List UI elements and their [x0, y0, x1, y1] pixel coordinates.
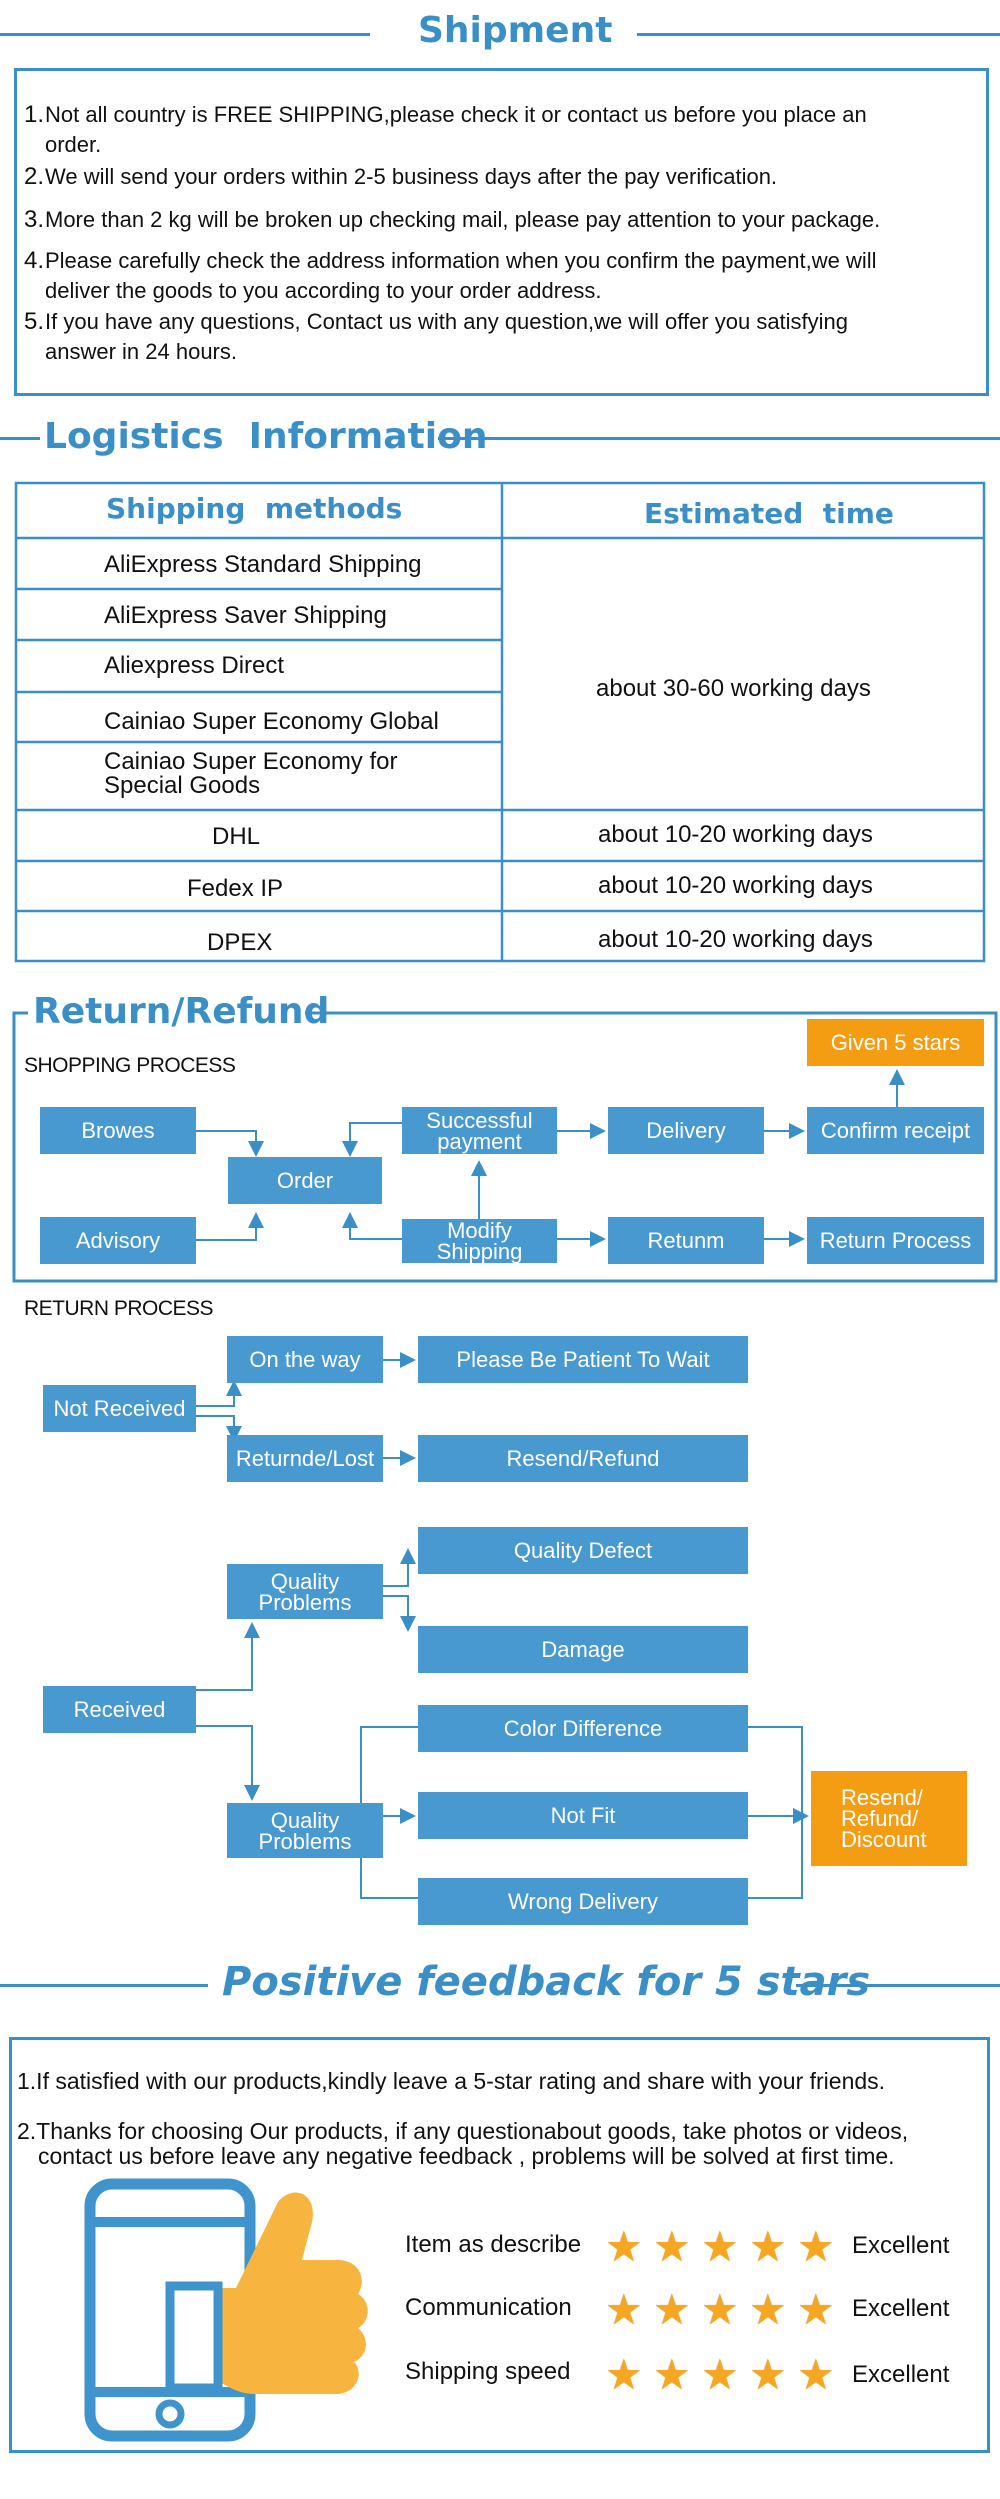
shipment-text-4b: deliver the goods to you according to yo… [45, 278, 602, 303]
star-icon: ★ [797, 2351, 835, 2398]
box-not-received: Not Received [43, 1385, 196, 1432]
star-icon: ★ [605, 2351, 643, 2398]
time-dpex: about 10-20 working days [598, 926, 873, 953]
box-on-the-way: On the way [227, 1336, 383, 1383]
rating-value-shipping: Excellent [852, 2361, 950, 2388]
table-header-methods: Shipping methods [106, 492, 403, 525]
star-icon: ★ [653, 2351, 691, 2398]
star-icon: ★ [749, 2351, 787, 2398]
rating-label-shipping: Shipping speed [405, 2358, 571, 2385]
logistics-rule-right [438, 437, 1000, 440]
return-refund-title: Return/Refund [33, 991, 330, 1032]
box-return-process: Return Process [807, 1217, 984, 1264]
star-icon: ★ [605, 2223, 643, 2270]
method-cainiao-global: Cainiao Super Economy Global [104, 708, 439, 735]
box-resend-refund: Resend/Refund [418, 1435, 748, 1482]
box-confirm-receipt: Confirm receipt [807, 1107, 984, 1154]
feedback-title: Positive feedback for 5 stars [222, 1959, 871, 2005]
feedback-line-2a: 2.Thanks for choosing Our products, if a… [17, 2118, 909, 2144]
box-quality-problems-1: Quality Problems [227, 1564, 383, 1619]
feedback-line-1: 1.If satisfied with our products,kindly … [17, 2068, 886, 2094]
shipment-text-2: We will send your orders within 2-5 busi… [45, 164, 778, 189]
box-quality-problems-2: Quality Problems [227, 1803, 383, 1858]
rating-label-communication: Communication [405, 2294, 572, 2321]
feedback-rule-left [0, 1984, 208, 1987]
feedback-line-2b: contact us before leave any negative fee… [38, 2143, 895, 2169]
time-dhl: about 10-20 working days [598, 821, 873, 848]
box-browes: Browes [40, 1107, 196, 1154]
star-icon: ★ [701, 2286, 739, 2333]
shipment-text-4: Please carefully check the address infor… [45, 248, 877, 273]
shipment-text-5: If you have any questions, Contact us wi… [45, 309, 849, 334]
shipment-text-1b: order. [45, 132, 102, 157]
feedback-box [9, 2037, 990, 2453]
method-cainiao-special-2: Special Goods [104, 772, 261, 799]
method-aliexpress-saver: AliExpress Saver Shipping [104, 602, 387, 629]
star-icon: ★ [653, 2286, 691, 2333]
logistics-title: Logistics Information [44, 416, 488, 457]
shipment-num-1: 1. [24, 101, 45, 128]
box-quality-defect: Quality Defect [418, 1527, 748, 1574]
box-resend-refund-discount: Resend/ Refund/ Discount [811, 1771, 967, 1866]
box-order: Order [228, 1157, 382, 1204]
box-wrong-delivery: Wrong Delivery [418, 1878, 748, 1925]
rating-value-communication: Excellent [852, 2295, 950, 2322]
table-header-time: Estimated time [644, 497, 894, 530]
star-icon: ★ [749, 2286, 787, 2333]
box-given-5-stars: Given 5 stars [807, 1019, 984, 1066]
group-time: about 30-60 working days [596, 675, 871, 702]
rating-label-item: Item as describe [405, 2231, 582, 2258]
shipment-text-3: More than 2 kg will be broken up checkin… [45, 207, 881, 232]
shipment-num-3: 3. [24, 206, 45, 233]
box-received: Received [43, 1686, 196, 1733]
star-icon: ★ [797, 2223, 835, 2270]
method-cainiao-special: Cainiao Super Economy for [104, 748, 398, 775]
time-fedex: about 10-20 working days [598, 872, 873, 899]
box-retunm: Retunm [608, 1217, 764, 1264]
shipment-num-4: 4. [24, 247, 45, 274]
star-icon: ★ [701, 2351, 739, 2398]
star-icon: ★ [605, 2286, 643, 2333]
shipment-num-2: 2. [24, 163, 45, 190]
shopping-process-label: SHOPPING PROCESS [24, 1054, 236, 1077]
star-icon: ★ [701, 2223, 739, 2270]
return-process-label: RETURN PROCESS [24, 1297, 214, 1320]
method-aliexpress-direct: Aliexpress Direct [104, 652, 285, 679]
box-patient: Please Be Patient To Wait [418, 1336, 748, 1383]
method-dpex: DPEX [207, 929, 273, 956]
method-aliexpress-standard: AliExpress Standard Shipping [104, 551, 422, 578]
box-modify-shipping: Modify Shipping [402, 1219, 557, 1263]
box-delivery: Delivery [608, 1107, 764, 1154]
star-icon: ★ [653, 2223, 691, 2270]
shipment-text-5b: answer in 24 hours. [45, 339, 237, 364]
shipment-rule-right [637, 33, 1000, 36]
logistics-rule-left [0, 437, 40, 440]
shipment-rule-left [0, 33, 370, 36]
star-icon: ★ [749, 2223, 787, 2270]
box-damage: Damage [418, 1626, 748, 1673]
shipment-num-5: 5. [24, 308, 45, 335]
shipment-text-1: Not all country is FREE SHIPPING,please … [45, 102, 867, 127]
rating-value-item: Excellent [852, 2232, 950, 2259]
method-dhl: DHL [212, 823, 261, 850]
shipment-box [14, 68, 989, 396]
box-color-difference: Color Difference [418, 1705, 748, 1752]
feedback-rule-right [796, 1984, 1000, 1987]
method-fedex: Fedex IP [187, 875, 284, 902]
shipment-title: Shipment [418, 10, 613, 51]
box-not-fit: Not Fit [418, 1792, 748, 1839]
box-successful-payment: Successful payment [402, 1107, 557, 1154]
star-icon: ★ [797, 2286, 835, 2333]
box-advisory: Advisory [40, 1217, 196, 1264]
box-returnde-lost: Returnde/Lost [227, 1435, 383, 1482]
thumbs-up-phone-icon [84, 2178, 368, 2442]
